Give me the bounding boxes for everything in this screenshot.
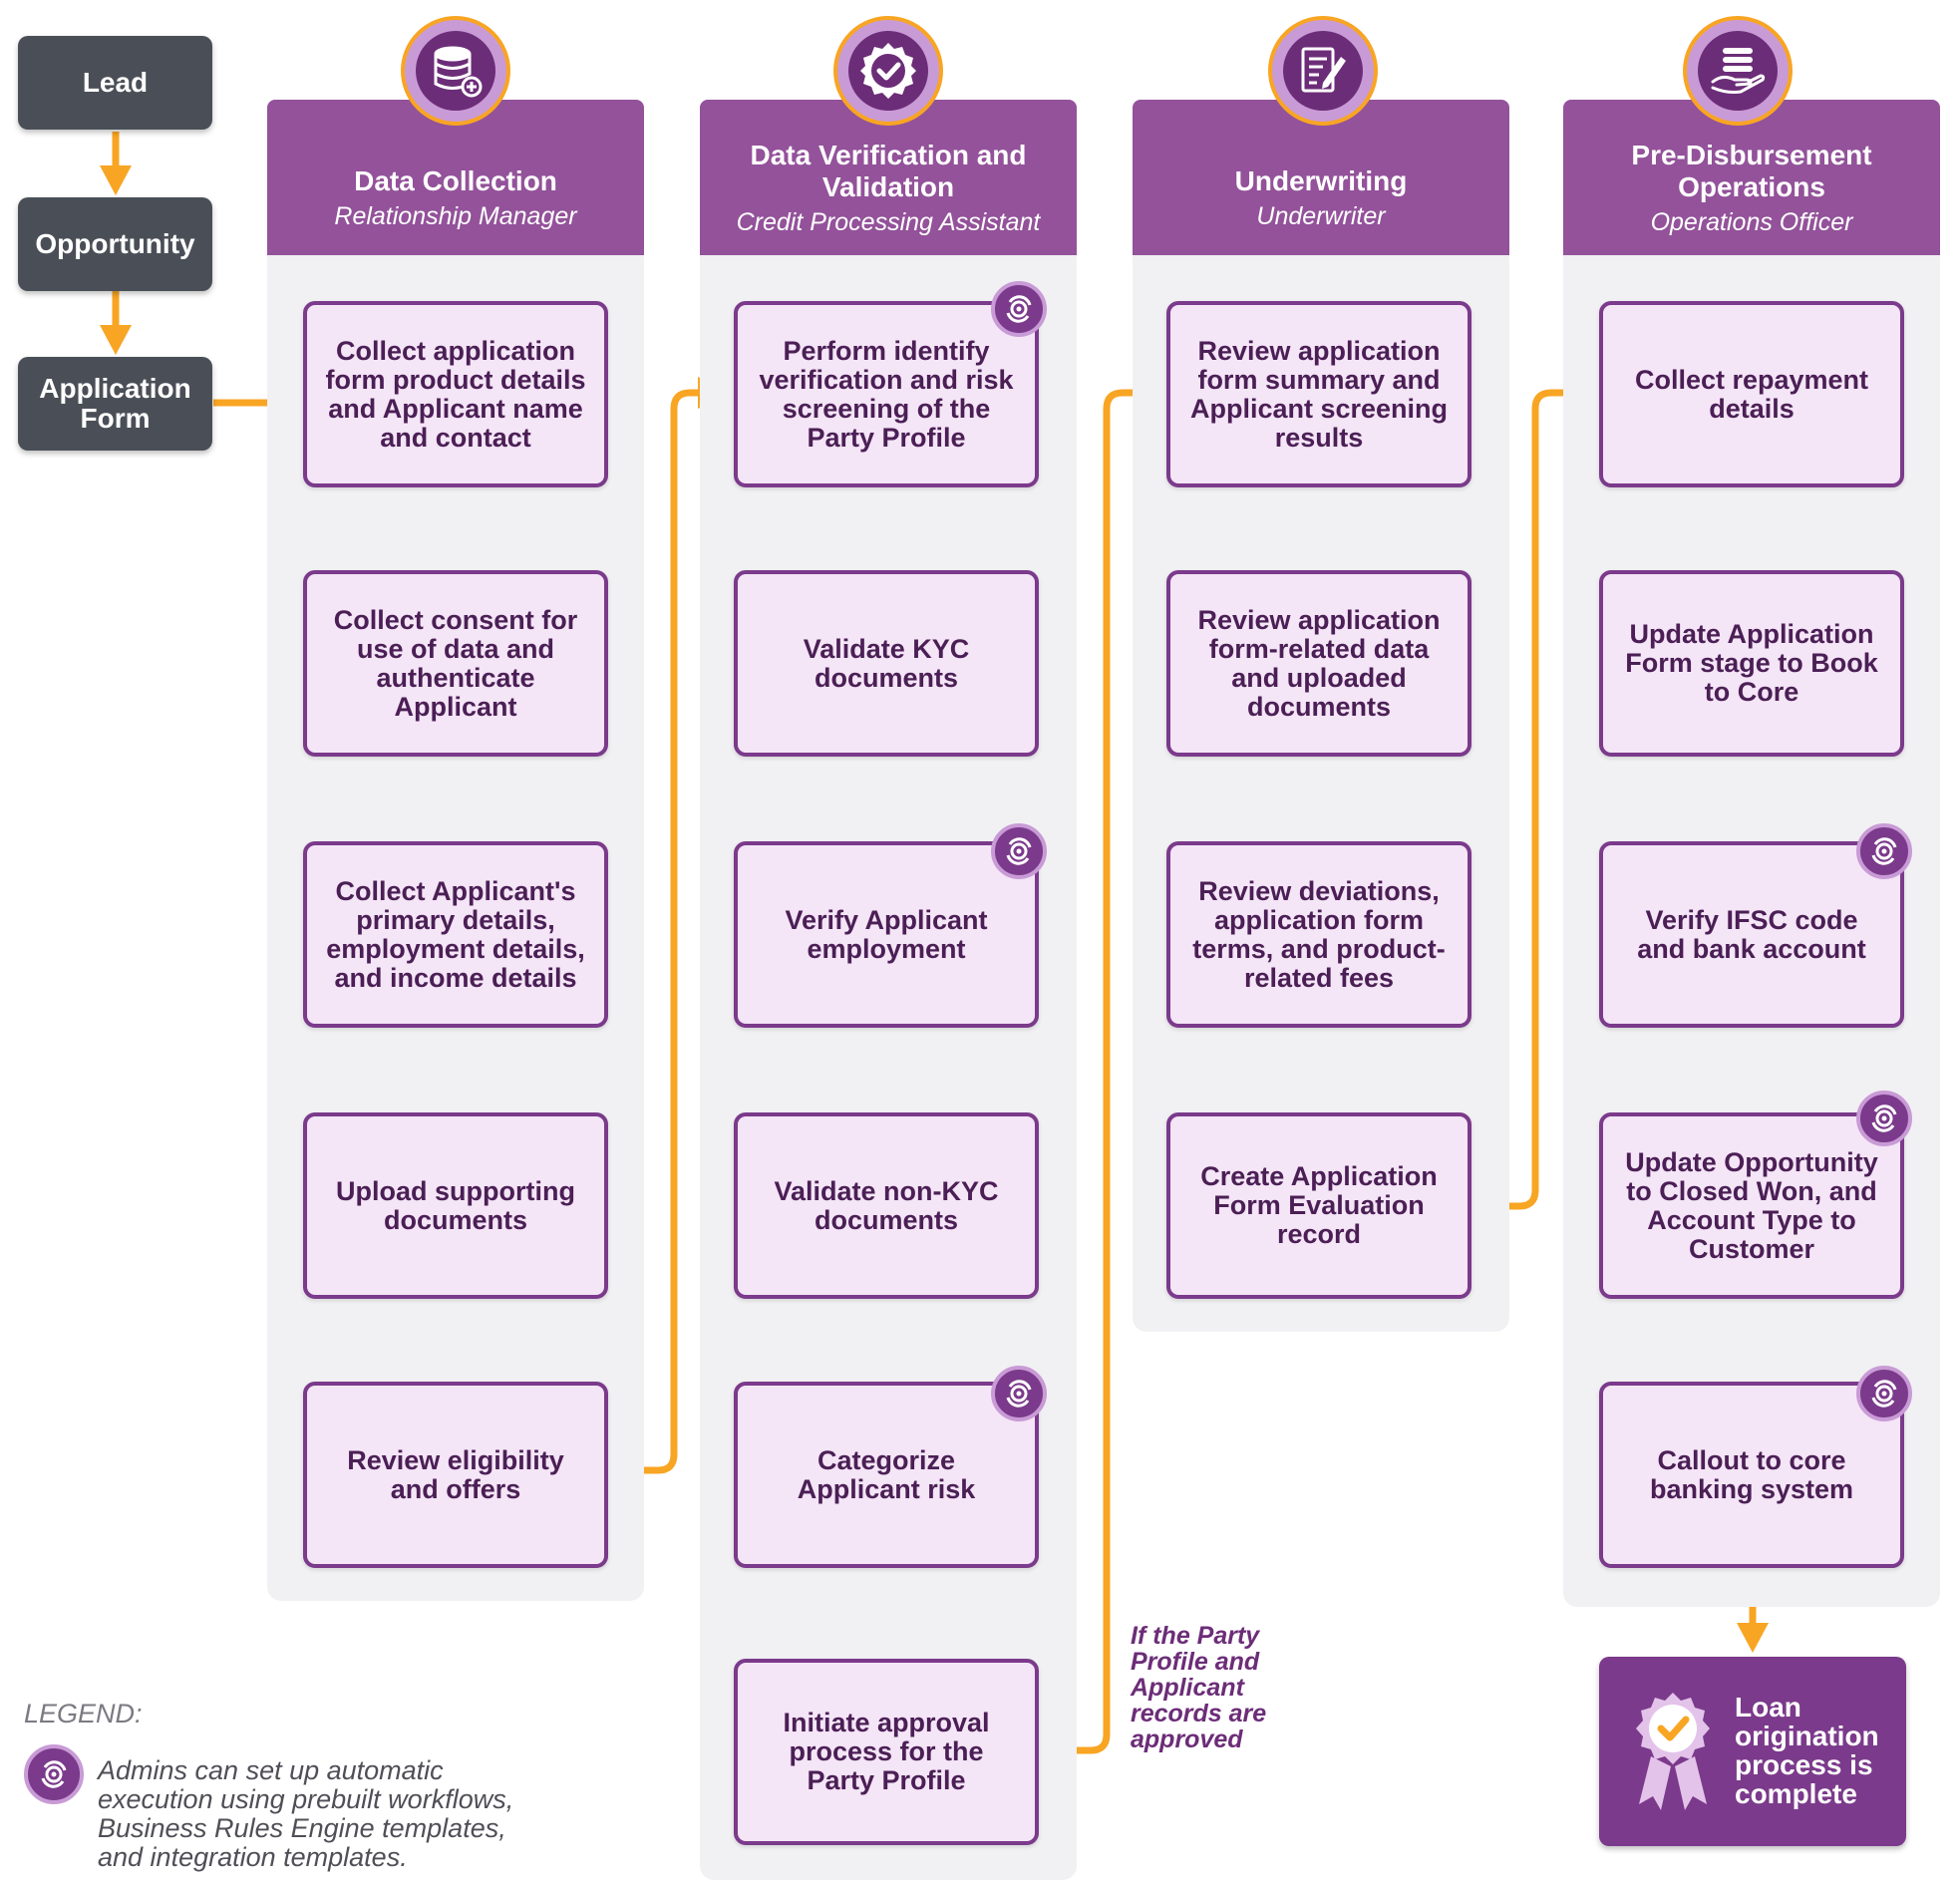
lane-underwriting-header: Underwriting Underwriter [1133, 100, 1509, 255]
step-categorize-risk[interactable]: Categorize Applicant risk [734, 1382, 1039, 1568]
step-update-stage[interactable]: Update Application Form stage to Book to… [1599, 570, 1904, 757]
step-collect-primary-details[interactable]: Collect Applicant's primary details, emp… [303, 841, 608, 1028]
step-callout-core[interactable]: Callout to core banking system [1599, 1382, 1904, 1568]
lane-pre-disbursement-header: Pre-Disbursement Operations Operations O… [1563, 100, 1940, 255]
lane-role: Operations Officer [1650, 208, 1853, 236]
arrow-lane1-to-lane2 [610, 389, 698, 1474]
step-review-form-data[interactable]: Review application form-related data and… [1166, 570, 1471, 757]
lane-title: Underwriting [1234, 165, 1408, 196]
step-review-eligibility[interactable]: Review eligibility and offers [303, 1382, 608, 1568]
step-identity-verification[interactable]: Perform identify verification and risk s… [734, 301, 1039, 487]
automation-gear-icon [991, 823, 1047, 879]
lane-data-verification-header: Data Verification and Validation Credit … [700, 100, 1077, 255]
lane-title: Data Collection [354, 165, 557, 196]
step-validate-non-kyc[interactable]: Validate non-KYC documents [734, 1112, 1039, 1299]
lead-label: Lead [82, 67, 149, 98]
step-initiate-approval[interactable]: Initiate approval process for the Party … [734, 1659, 1039, 1845]
completion-box: Loan origination process is complete [1599, 1657, 1906, 1846]
award-ribbon-icon [1623, 1687, 1723, 1816]
verified-badge-icon [833, 16, 943, 126]
lead-box: Lead [18, 36, 212, 130]
application-form-box: Application Form [18, 357, 212, 451]
step-collect-repayment[interactable]: Collect repayment details [1599, 301, 1904, 487]
opportunity-label: Opportunity [35, 228, 195, 259]
step-update-opportunity[interactable]: Update Opportunity to Closed Won, and Ac… [1599, 1112, 1904, 1299]
step-review-deviations[interactable]: Review deviations, application form term… [1166, 841, 1471, 1028]
document-edit-icon [1268, 16, 1378, 126]
lane-title: Pre-Disbursement Operations [1631, 140, 1872, 202]
automation-gear-icon [991, 281, 1047, 337]
arrow-lane2-to-lane3 [1041, 389, 1133, 1754]
legend-text: Admins can set up automatic execution us… [98, 1755, 514, 1872]
step-create-evaluation[interactable]: Create Application Form Evaluation recor… [1166, 1112, 1471, 1299]
arrow-lane3-to-lane4 [1475, 389, 1563, 1210]
lane-title: Data Verification and Validation [750, 140, 1027, 202]
approval-note: If the Party Profile and Applicant recor… [1131, 1622, 1267, 1753]
step-review-summary[interactable]: Review application form summary and Appl… [1166, 301, 1471, 487]
opportunity-box: Opportunity [18, 197, 212, 291]
automation-gear-icon [1856, 1091, 1912, 1146]
database-add-icon [401, 16, 510, 126]
completion-text: Loan origination process is complete [1735, 1692, 1879, 1809]
step-collect-application-form[interactable]: Collect application form product details… [303, 301, 608, 487]
automation-gear-icon [24, 1744, 84, 1804]
step-collect-consent[interactable]: Collect consent for use of data and auth… [303, 570, 608, 757]
legend-title: LEGEND: [24, 1699, 143, 1728]
step-verify-ifsc[interactable]: Verify IFSC code and bank account [1599, 841, 1904, 1028]
step-upload-documents[interactable]: Upload supporting documents [303, 1112, 608, 1299]
step-verify-employment[interactable]: Verify Applicant employment [734, 841, 1039, 1028]
automation-gear-icon [1856, 1366, 1912, 1421]
automation-gear-icon [1856, 823, 1912, 879]
lane-role: Relationship Manager [334, 202, 577, 230]
application-form-label: Application Form [39, 373, 191, 434]
money-hand-icon [1683, 16, 1793, 126]
step-validate-kyc[interactable]: Validate KYC documents [734, 570, 1039, 757]
lane-role: Underwriter [1256, 202, 1386, 230]
lane-role: Credit Processing Assistant [736, 208, 1041, 236]
automation-gear-icon [991, 1366, 1047, 1421]
lane-data-collection-header: Data Collection Relationship Manager [267, 100, 644, 255]
